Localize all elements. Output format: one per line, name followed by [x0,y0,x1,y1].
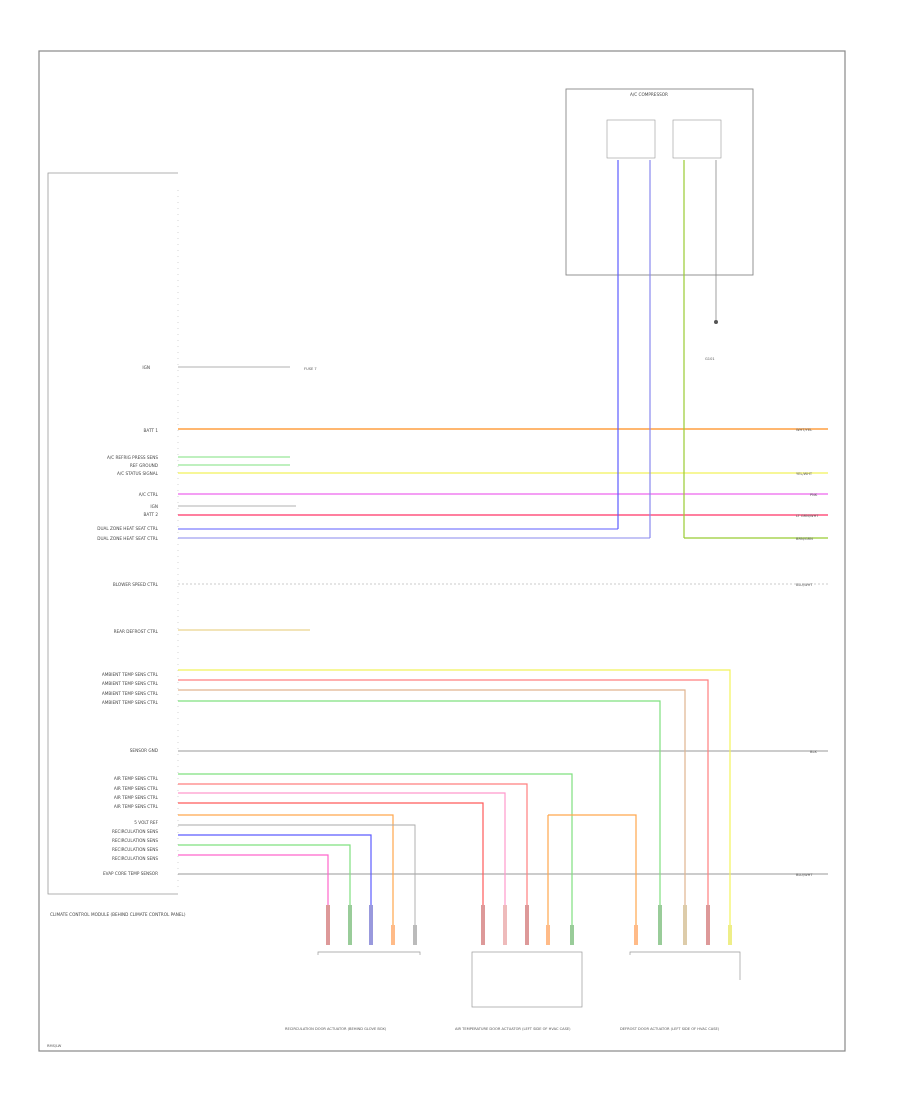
stub [525,905,529,945]
wire-recirc-pink [178,854,329,940]
fuse-ref-label: FUSE 7 [304,367,317,371]
ac-compressor-box [565,88,754,276]
wire-orange-5v-branch [548,814,637,940]
stub [503,905,507,945]
ac-clutch-body [606,119,656,159]
label-air-temp-2: AIR TEMP SENS CTRL [114,786,159,791]
wire-recirc-gray [178,824,416,940]
ac-relay-body [672,119,722,159]
label-5v-ref: 5 VOLT REF [134,820,158,825]
recirc-actuator-outline [317,951,421,955]
module-label: CLIMATE CONTROL MODULE (BEHIND CLIMATE C… [50,912,186,917]
wire-amb-red [178,679,709,940]
label-air-temp-3: AIR TEMP SENS CTRL [114,795,159,800]
right-labels: WHT/YEL YEL/WHT PNK LT GRN/WHT BRN/GRN B… [796,428,819,877]
bus-wires [178,366,828,875]
stub [546,925,550,945]
label-ign: IGN [142,365,150,370]
compressor-wires [617,160,718,538]
label-ambient-2: AMBIENT TEMP SENS CTRL [102,681,159,686]
stub [413,925,417,945]
connector-stubs [326,905,732,945]
label-ac-ctrl: A/C CTRL [139,492,159,497]
recirc-actuator-label: RECIRCULATION DOOR ACTUATOR (BEHIND GLOV… [285,1027,387,1031]
label-air-temp-1: AIR TEMP SENS CTRL [114,776,159,781]
label-heat-seat-2: DUAL ZONE HEAT SEAT CTRL [97,536,158,541]
stub [481,905,485,945]
stub [326,905,330,945]
right-label-6: BLU/WHT [796,583,813,587]
wire-air-red [178,783,528,940]
right-label-2: YEL/WHT [796,472,813,476]
ground-label: G101 [705,357,715,361]
diagram-border [38,50,846,1052]
label-batt2: BATT 2 [144,512,159,517]
stub [369,905,373,945]
stub [728,925,732,945]
stub [391,925,395,945]
right-label-1: WHT/YEL [796,428,812,432]
stub [570,925,574,945]
air-temp-actuator-outline [471,951,583,1008]
stub [706,905,710,945]
label-evap-temp: EVAP CORE TEMP SENSOR [103,871,158,876]
left-labels: IGN BATT 1 A/C REFRIG PRESS SENS REF GRO… [97,365,158,876]
label-ac-press: A/C REFRIG PRESS SENS [107,455,158,460]
wire-amb-yellow [178,669,731,940]
right-label-3: PNK [810,493,818,497]
air-temp-wires [178,773,637,940]
label-ambient-3: AMBIENT TEMP SENS CTRL [102,691,159,696]
label-ambient-1: AMBIENT TEMP SENS CTRL [102,672,159,677]
wire-recirc-green [178,844,351,940]
ambient-wires [178,669,731,940]
defrost-actuator-label: DEFROST DOOR ACTUATOR (LEFT SIDE OF HVAC… [620,1027,720,1031]
label-recirc-1: RECIRCULATION SENS [112,829,158,834]
wire-air-red2 [178,802,484,940]
label-recirc-2: RECIRCULATION SENS [112,838,158,843]
label-ref-gnd: REF GROUND [130,463,158,468]
right-label-8: BLU/WHT [796,873,813,877]
module-outline [47,172,178,895]
label-ac-status: A/C STATUS SIGNAL [117,471,159,476]
wire-amb-green [178,700,661,940]
wire-air-pink [178,792,506,940]
label-heat-seat-1: DUAL ZONE HEAT SEAT CTRL [97,526,158,531]
ac-compressor-label: A/C COMPRESSOR [630,92,668,97]
label-recirc-4: RECIRCULATION SENS [112,856,158,861]
label-ambient-4: AMBIENT TEMP SENS CTRL [102,700,159,705]
stub [658,905,662,945]
wire-air-green [178,773,573,940]
right-label-5: BRN/GRN [796,537,813,541]
footer-code: RMS/LW [47,1044,62,1048]
defrost-actuator-outline [629,951,741,980]
label-blower: BLOWER SPEED CTRL [113,582,159,587]
actuators [317,951,741,1008]
wire-amb-tan [178,689,686,940]
label-air-temp-4: AIR TEMP SENS CTRL [114,804,159,809]
right-label-4: LT GRN/WHT [796,514,819,518]
ground-symbol [714,320,718,324]
stub [683,905,687,945]
label-recirc-3: RECIRCULATION SENS [112,847,158,852]
air-temp-actuator-label: AIR TEMPERATURE DOOR ACTUATOR (LEFT SIDE… [455,1027,571,1031]
stub [348,905,352,945]
wire-orange-5v [178,814,394,940]
wire-recirc-blue [178,834,372,940]
label-rear-defrost: REAR DEFROST CTRL [114,629,159,634]
recirc-wires [178,824,416,940]
label-sensor-gnd: SENSOR GND [130,748,158,753]
right-label-7: BLK [810,750,817,754]
stub [634,925,638,945]
label-ign2: IGN [150,504,158,509]
label-batt1: BATT 1 [144,428,159,433]
